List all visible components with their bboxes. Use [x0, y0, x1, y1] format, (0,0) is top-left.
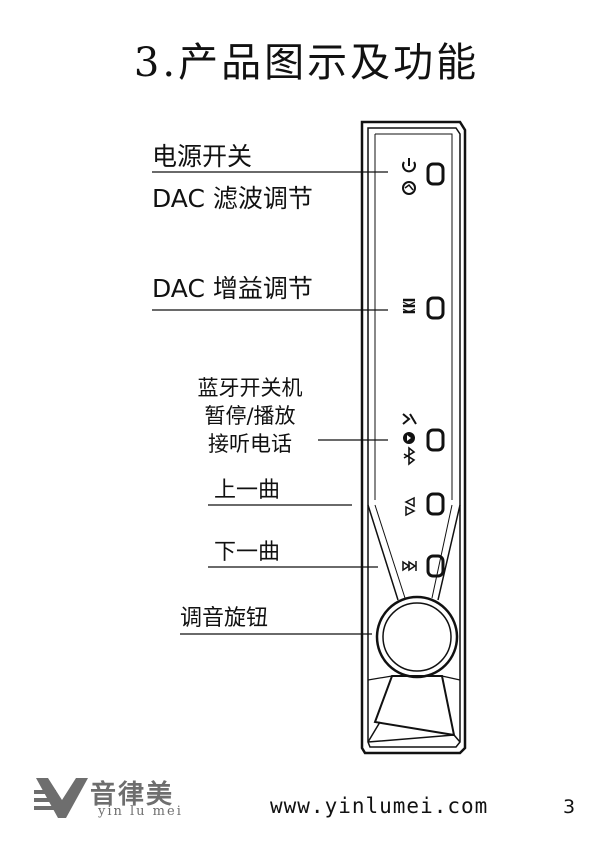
- filter-icon: [402, 181, 416, 195]
- bluetooth-play-call-icon: [402, 413, 417, 466]
- label-power-switch: 电源开关: [152, 142, 253, 171]
- logo-chinese-text: 音律美: [90, 780, 175, 810]
- previous-track-icon: [404, 496, 416, 517]
- gain-icon: [402, 298, 416, 314]
- logo-english-text: yin lu mei: [98, 804, 183, 819]
- website-url: www.yinlumei.com: [270, 794, 489, 818]
- label-previous-track: 上一曲: [214, 478, 281, 503]
- label-pause-play: 暂停/播放: [204, 404, 296, 428]
- label-dac-gain: DAC 增益调节: [152, 274, 313, 303]
- label-bluetooth-group: 蓝牙开关机 暂停/播放 接听电话: [180, 374, 320, 458]
- power-icon: [402, 158, 416, 173]
- volume-knob[interactable]: [375, 595, 459, 679]
- label-answer-call: 接听电话: [208, 432, 292, 456]
- page-number: 3: [563, 796, 576, 818]
- yinlumei-logo: [34, 778, 88, 818]
- label-bluetooth-power: 蓝牙开关机: [197, 376, 303, 400]
- leader-lines: [152, 171, 388, 635]
- label-dac-filter: DAC 滤波调节: [152, 184, 313, 213]
- label-volume-knob: 调音旋钮: [180, 606, 269, 631]
- page-title: 3.产品图示及功能: [133, 40, 480, 86]
- label-next-track: 下一曲: [214, 540, 281, 565]
- next-track-icon: [402, 560, 417, 572]
